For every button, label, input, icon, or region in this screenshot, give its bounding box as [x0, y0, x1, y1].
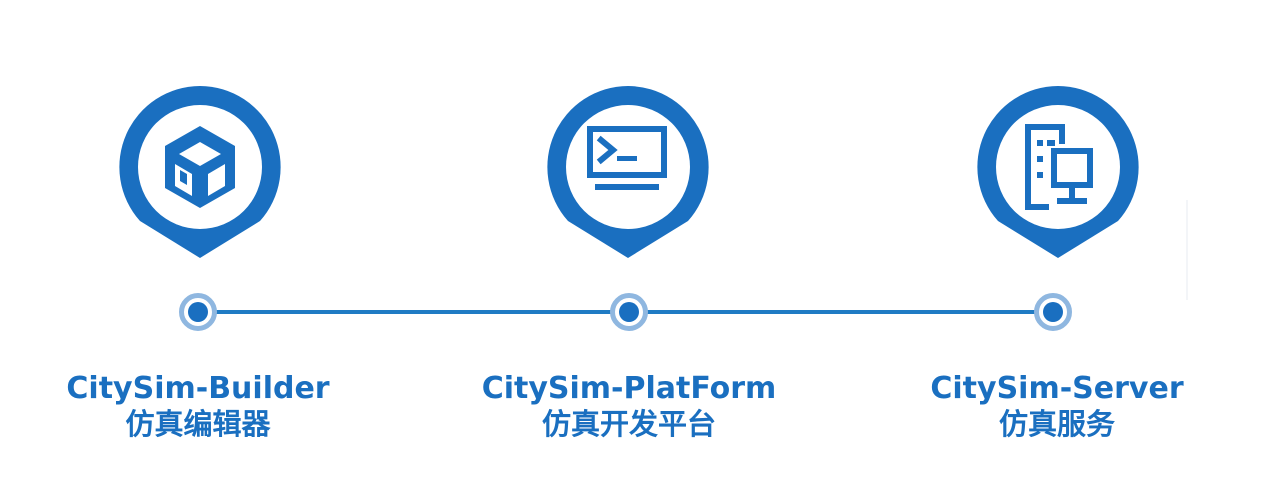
- timeline-node-server: [1034, 293, 1072, 331]
- server-monitor-icon: [1025, 124, 1093, 210]
- builder-title: CitySim-Builder: [66, 371, 330, 406]
- platform-title: CitySim-PlatForm: [481, 371, 777, 406]
- builder-subtitle: 仿真编辑器: [125, 407, 271, 441]
- server-title: CitySim-Server: [930, 371, 1184, 406]
- server-subtitle: 仿真服务: [998, 407, 1115, 441]
- terminal-icon: [587, 126, 667, 190]
- platform-label: CitySim-PlatForm 仿真开发平台: [469, 371, 789, 442]
- platform-pin: [545, 84, 711, 260]
- server-pin: [975, 84, 1141, 260]
- builder-pin: [117, 84, 283, 260]
- timeline-node-platform: [610, 293, 648, 331]
- edge-divider: [1186, 200, 1188, 300]
- cube-icon: [165, 126, 235, 208]
- platform-subtitle: 仿真开发平台: [541, 407, 716, 441]
- server-label: CitySim-Server 仿真服务: [897, 371, 1217, 442]
- timeline-node-builder: [179, 293, 217, 331]
- builder-label: CitySim-Builder 仿真编辑器: [38, 371, 358, 442]
